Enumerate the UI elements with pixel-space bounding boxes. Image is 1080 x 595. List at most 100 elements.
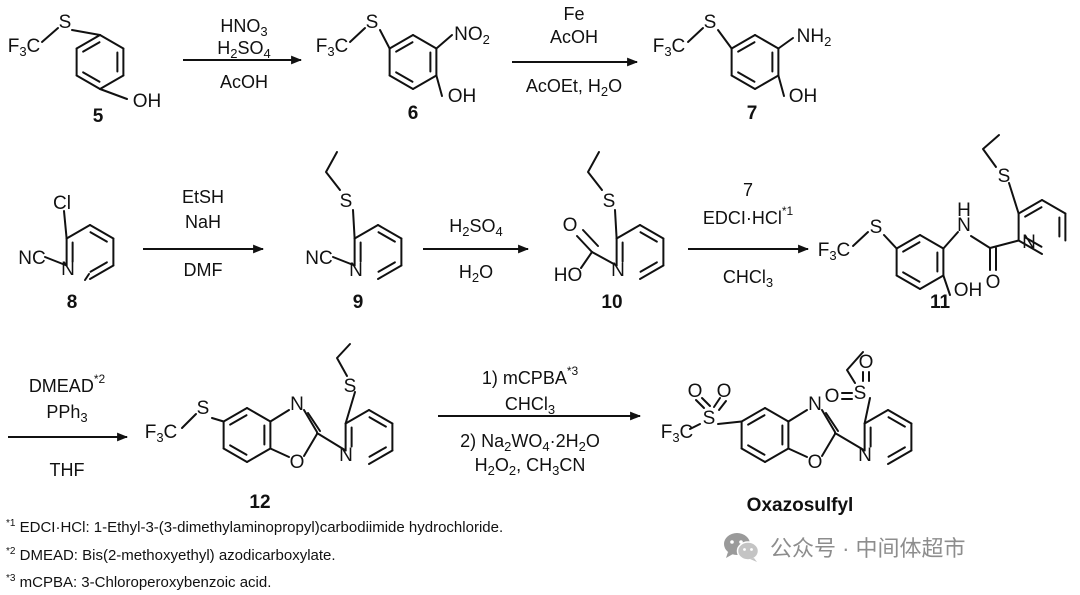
sulfur-label: S bbox=[870, 217, 883, 238]
nitro-label: NO2​ bbox=[454, 24, 490, 47]
reagent-above: 7 bbox=[743, 180, 753, 200]
carbonyl-oxygen-label: O bbox=[563, 215, 578, 236]
trifluoromethyl-label: F3​C bbox=[653, 36, 686, 59]
sulfur-label: S bbox=[704, 12, 717, 33]
hydroxy-label: OH bbox=[789, 86, 818, 107]
reagent-above: AcOH bbox=[550, 27, 598, 47]
compound-5: S F3​C OH 5 bbox=[8, 12, 162, 128]
reagent-above: EDCI·HCl*1​ bbox=[703, 204, 794, 228]
reagent-above: Fe bbox=[563, 4, 584, 24]
footnote-text: mCPBA: 3-Chloroperoxybenzoic acid. bbox=[19, 574, 272, 591]
reagent-above: CHCl3​ bbox=[505, 394, 555, 417]
reagent-above: NaH bbox=[185, 212, 221, 232]
reaction-step-7: 1) mCPBA*3​ CHCl3​ 2) Na2​WO4​·2H2​OH2​O2​… bbox=[438, 364, 642, 478]
sulfur-label: S bbox=[603, 191, 616, 212]
footnote-text: EDCI·HCl: 1-Ethyl-3-(3-dimethylaminoprop… bbox=[19, 519, 504, 536]
reagent-below: H2​O bbox=[459, 262, 493, 285]
hydroxy-label: HO bbox=[554, 265, 583, 286]
compound-number-6: 6 bbox=[408, 103, 419, 124]
reaction-step-4: H2​SO4​ H2​O bbox=[423, 216, 530, 285]
cyano-label: NC bbox=[305, 248, 332, 269]
reagent-above: HNO3​ bbox=[220, 16, 267, 39]
reagent-below: CHCl3​ bbox=[723, 267, 773, 290]
footnote-2: *2 DMEAD: Bis(2-methoxyethyl) azodicarbo… bbox=[6, 540, 503, 568]
oxazole-nitrogen-label: N bbox=[290, 394, 304, 415]
compound-7: S F3​C NH2​ OH 7 bbox=[653, 12, 832, 125]
wechat-icon bbox=[724, 533, 760, 562]
reagent-above: 1) mCPBA*3​ bbox=[482, 364, 579, 388]
pyridine-nitrogen-label: N bbox=[1022, 232, 1036, 253]
footnote-3: *3 mCPBA: 3-Chloroperoxybenzoic acid. bbox=[6, 567, 503, 595]
sulfonyl-oxygen-label: O bbox=[688, 381, 703, 402]
oxazole-oxygen-label: O bbox=[808, 452, 823, 473]
hydroxy-label: OH bbox=[133, 91, 162, 112]
chloro-label: Cl bbox=[53, 193, 71, 214]
sulfur-label: S bbox=[998, 166, 1011, 187]
compound-number-7: 7 bbox=[747, 103, 758, 124]
sulfonyl-sulfur-label: S bbox=[703, 408, 716, 429]
sulfonyl-oxygen-label: O bbox=[859, 352, 874, 373]
reagent-above: EtSH bbox=[182, 187, 224, 207]
reagent-above: H2​SO4​ bbox=[217, 38, 270, 61]
reagent-above: H2​SO4​ bbox=[449, 216, 502, 239]
reagent-below: DMF bbox=[184, 260, 223, 280]
compound-number-5: 5 bbox=[93, 106, 104, 127]
product-name: Oxazosulfyl bbox=[747, 495, 854, 516]
trifluoromethyl-label: F3​C bbox=[661, 422, 694, 445]
oxazole-oxygen-label: O bbox=[290, 452, 305, 473]
trifluoromethyl-label: F3​C bbox=[8, 36, 41, 59]
compound-number-10: 10 bbox=[601, 292, 622, 313]
footnote-mark: *2 bbox=[6, 545, 16, 557]
sulfonyl-oxygen-label: O bbox=[717, 381, 732, 402]
footnote-text: DMEAD: Bis(2-methoxyethyl) azodicarboxyl… bbox=[19, 546, 336, 564]
reagent-below: H2​O2​, CH3​CN bbox=[475, 455, 586, 478]
reagent-below: THF bbox=[50, 460, 85, 480]
carbonyl-oxygen-label: O bbox=[986, 272, 1001, 293]
sulfur-label: S bbox=[344, 376, 357, 397]
sulfur-label: S bbox=[366, 12, 379, 33]
watermark: 公众号 · 中间体超市 bbox=[722, 527, 966, 567]
compound-9: N S NC 9 bbox=[305, 151, 403, 313]
reagent-above: PPh3​ bbox=[46, 402, 87, 425]
reaction-step-1: HNO3​H2​SO4​ AcOH bbox=[183, 16, 303, 92]
footnotes: *1 EDCI·HCl: 1-Ethyl-3-(3-dimethylaminop… bbox=[6, 512, 503, 595]
reaction-step-3: EtSH NaH DMF bbox=[143, 187, 265, 280]
trifluoromethyl-label: F3​C bbox=[145, 422, 178, 445]
compound-number-12: 12 bbox=[249, 492, 270, 513]
trifluoromethyl-label: F3​C bbox=[316, 36, 349, 59]
sulfur-label: S bbox=[59, 12, 72, 33]
hydroxy-label: OH bbox=[954, 280, 983, 301]
sulfur-label: S bbox=[197, 398, 210, 419]
compound-number-11: 11 bbox=[930, 292, 951, 313]
sulfonyl-oxygen-label: O bbox=[825, 386, 840, 407]
footnote-1: *1 EDCI·HCl: 1-Ethyl-3-(3-dimethylaminop… bbox=[6, 512, 503, 540]
reagent-below: 2) Na2​WO4​·2H2​O bbox=[460, 431, 600, 454]
pyridine-nitrogen-label: N bbox=[61, 259, 75, 280]
amino-label: NH2​ bbox=[797, 26, 832, 49]
cyano-label: NC bbox=[18, 248, 45, 269]
reagent-below: AcOH bbox=[220, 72, 268, 92]
reagent-above: DMEAD*2​ bbox=[29, 372, 106, 396]
compound-number-9: 9 bbox=[353, 292, 364, 313]
pyridine-nitrogen-label: N bbox=[349, 260, 363, 281]
hydroxy-label: OH bbox=[448, 86, 477, 107]
footnote-mark: *1 bbox=[6, 518, 16, 529]
sulfonyl-sulfur-label: S bbox=[854, 383, 867, 404]
amide-hydrogen-label: H bbox=[957, 200, 971, 221]
reaction-step-6: DMEAD*2​ PPh3​ THF bbox=[8, 372, 129, 480]
footnote-mark: *3 bbox=[6, 573, 16, 584]
oxazole-nitrogen-label: N bbox=[808, 394, 822, 415]
sulfur-label: S bbox=[340, 191, 353, 212]
compound-6: S F3​C NO2​ OH 6 bbox=[316, 12, 490, 125]
compound-number-8: 8 bbox=[67, 292, 78, 313]
trifluoromethyl-label: F3​C bbox=[818, 240, 851, 263]
reagent-below: AcOEt, H2​O bbox=[526, 76, 622, 99]
amide-nitrogen-label: N bbox=[957, 215, 971, 236]
